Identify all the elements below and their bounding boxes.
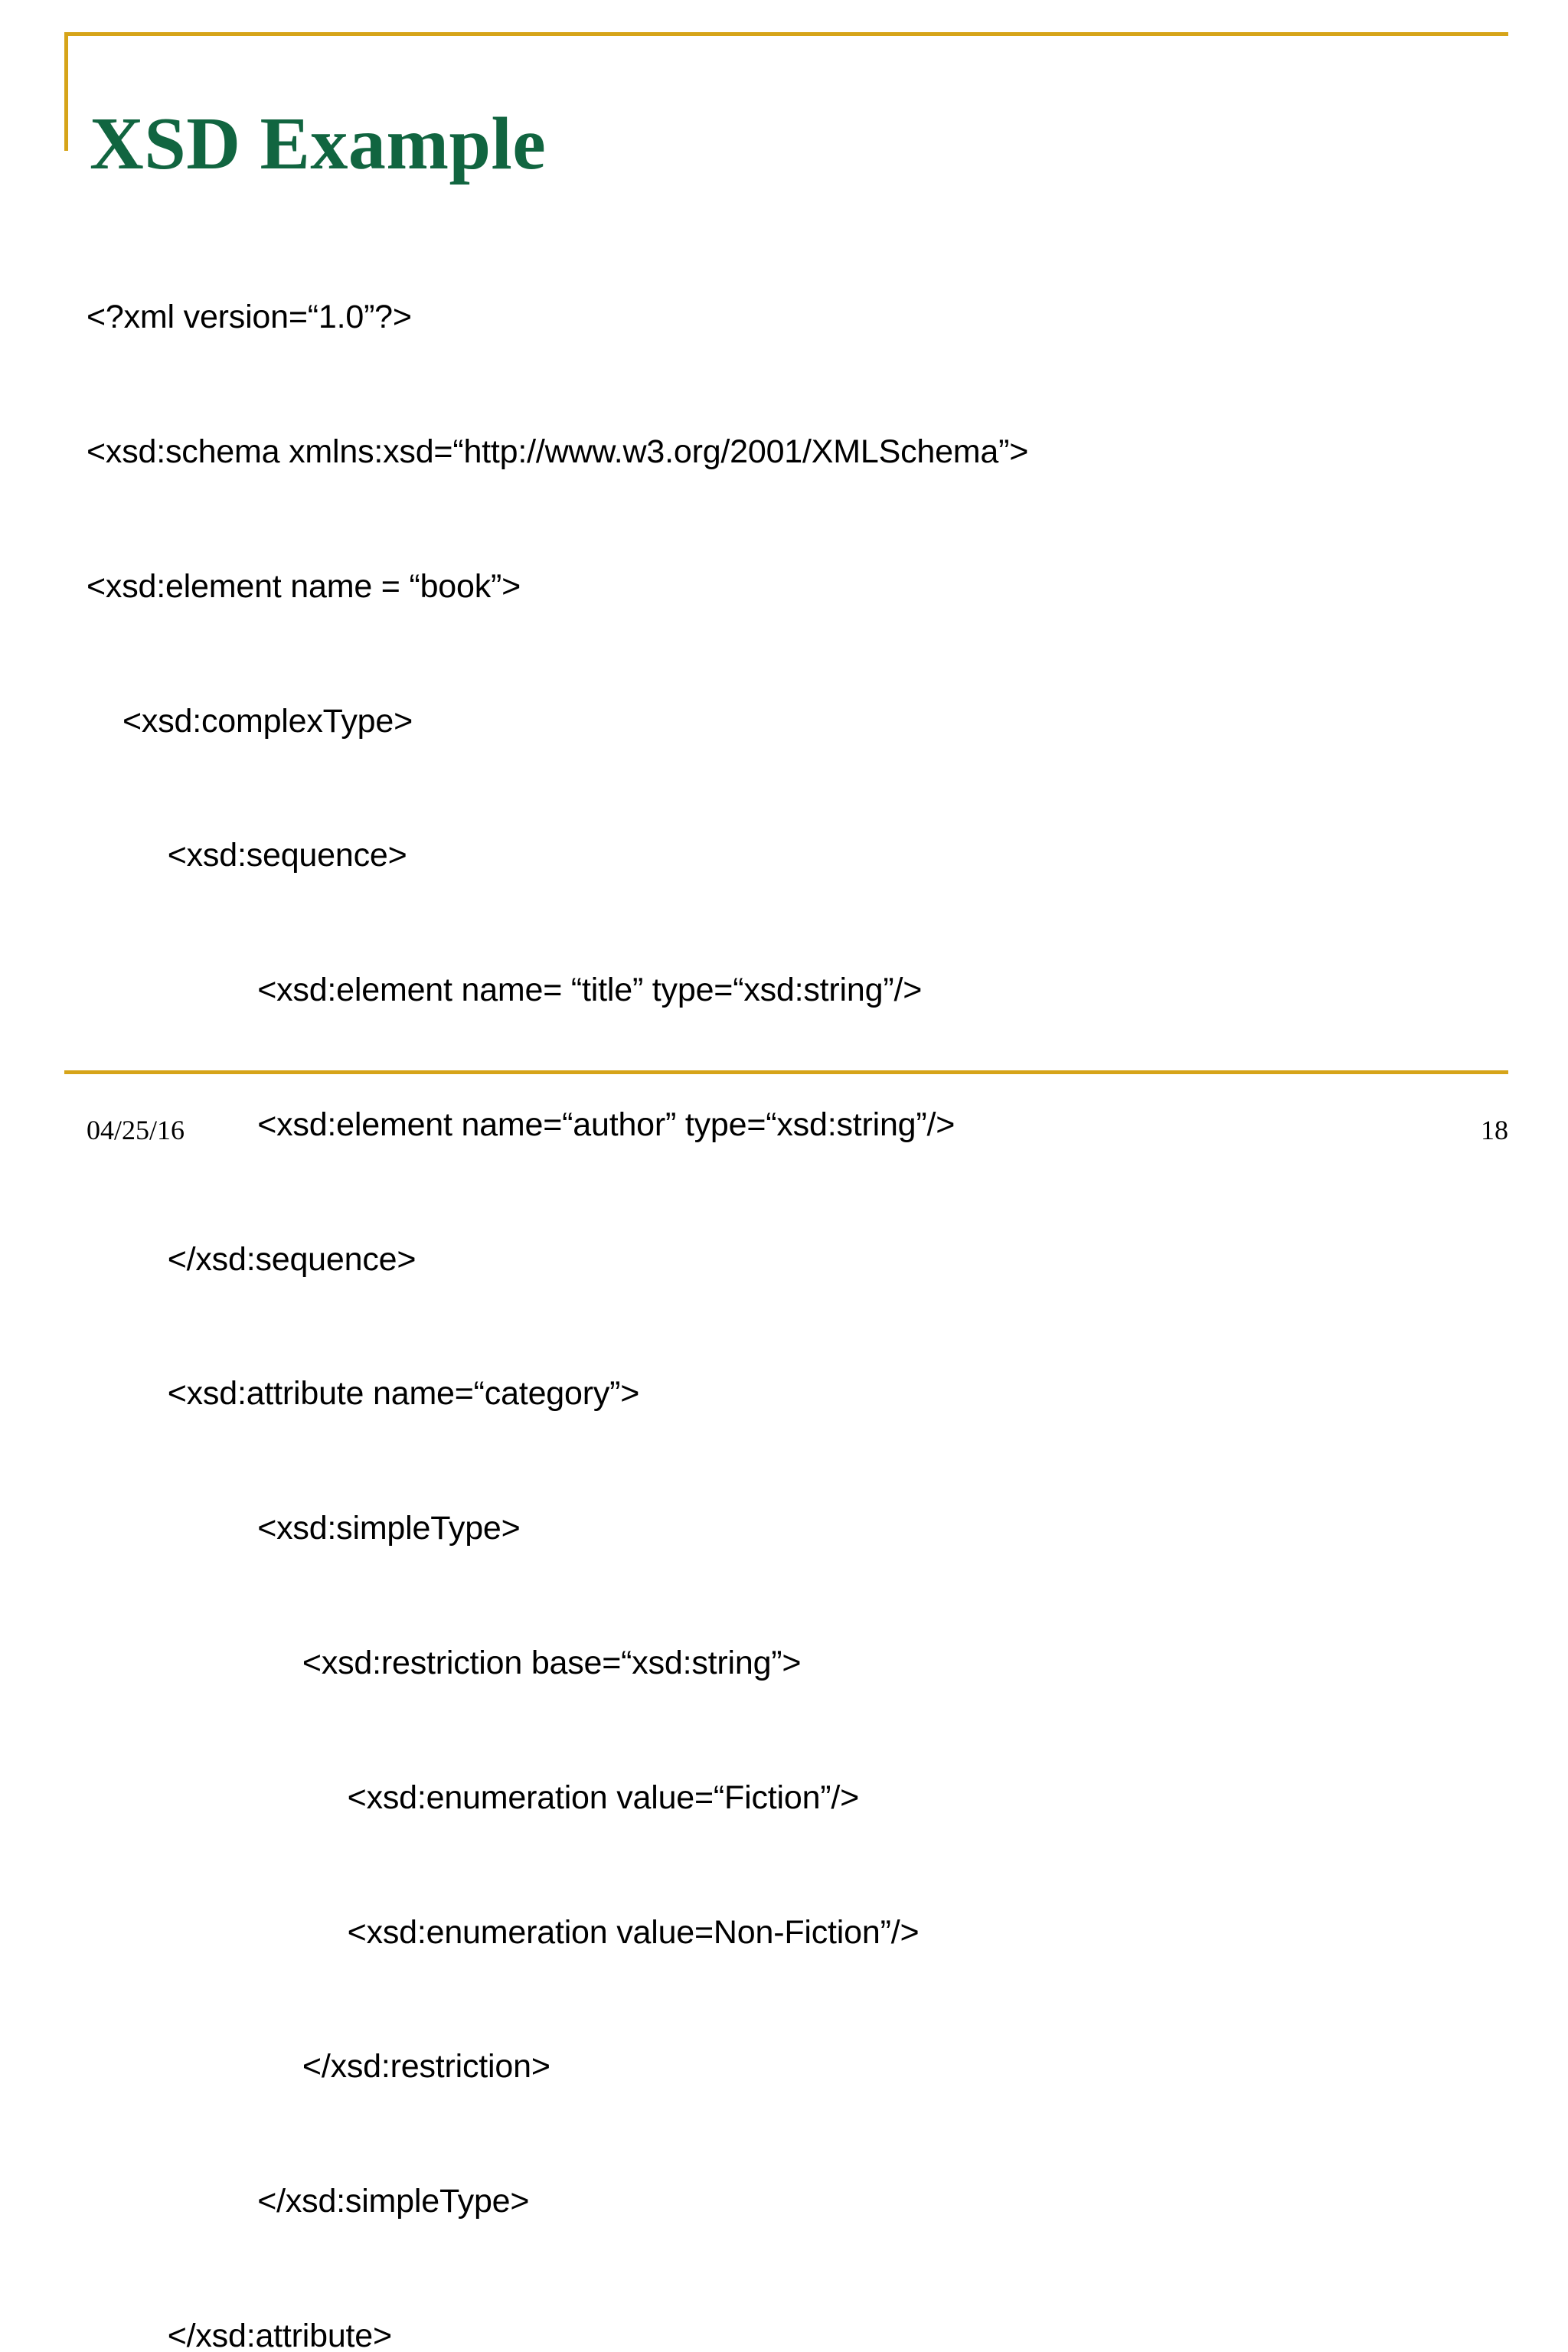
code-line: <xsd:element name= “title” type=“xsd:str… <box>87 972 923 1009</box>
footer-page-number: 18 <box>1481 1115 1508 1145</box>
code-line: </xsd:attribute> <box>87 2317 392 2352</box>
code-line: </xsd:restriction> <box>87 2048 550 2086</box>
code-line: <xsd:restriction base=“xsd:string”> <box>87 1645 802 1681</box>
code-line: <xsd:element name=“author” type=“xsd:str… <box>87 1106 956 1143</box>
code-line: <xsd:complexType> <box>87 702 413 740</box>
code-line: <xsd:sequence> <box>87 837 407 874</box>
code-line: <xsd:schema xmlns:xsd=“http://www.w3.org… <box>87 433 1029 470</box>
title-top-rule <box>64 32 1508 36</box>
code-line: <xsd:attribute name=“category”> <box>87 1375 640 1413</box>
slide: XSD Example <?xml version=“1.0”?> <xsd:s… <box>64 32 1508 2352</box>
footer-rule <box>64 1070 1508 1074</box>
code-line: <xsd:simpleType> <box>87 1510 521 1547</box>
code-line: <xsd:enumeration value=Non-Fiction”/> <box>87 1913 920 1951</box>
page-title: XSD Example <box>90 102 547 185</box>
code-line: <?xml version=“1.0”?> <box>87 299 412 336</box>
xsd-code-block: <?xml version=“1.0”?> <xsd:schema xmlns:… <box>87 205 1526 2352</box>
footer-date: 04/25/16 <box>87 1115 185 1145</box>
title-left-rule <box>64 32 68 151</box>
code-line: <xsd:element name = “book”> <box>87 567 521 605</box>
code-line: </xsd:simpleType> <box>87 2183 530 2220</box>
code-line: <xsd:enumeration value=“Fiction”/> <box>87 1779 860 1816</box>
code-line: </xsd:sequence> <box>87 1240 416 1278</box>
